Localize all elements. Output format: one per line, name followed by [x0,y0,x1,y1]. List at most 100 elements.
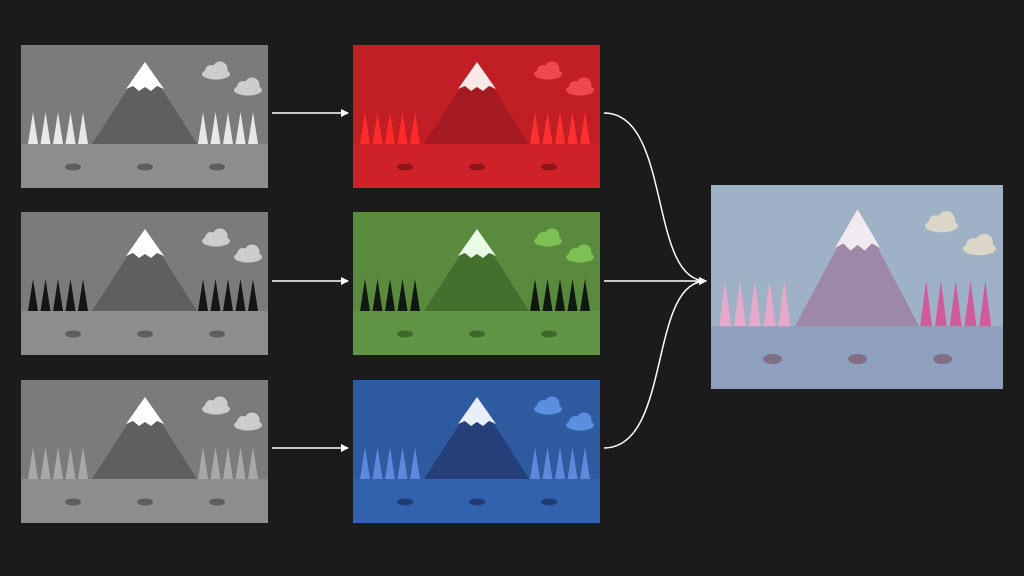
snow-cap [458,229,496,258]
stone [541,330,557,338]
panel-green-gray [21,212,268,355]
arrow-red-to-combined [603,112,707,285]
tree-icon [53,112,63,144]
tree-icon [28,447,38,479]
stone [209,330,225,338]
tree-icon [580,112,590,144]
tree-icon [40,447,51,479]
tree-icon [385,279,395,311]
tree-icon [530,279,540,311]
stone [137,498,153,506]
tree-icon [778,280,791,327]
stone [137,330,153,338]
tree-icon [223,112,233,144]
tree-icon [210,447,221,479]
mountain [92,229,197,311]
tree-icon [542,447,553,479]
tree-icon [78,447,88,479]
stone [397,330,413,338]
cloud-icon [234,412,262,431]
arrow-blue-to-combined [603,277,707,449]
tree-icon [734,280,746,327]
tree-icon [40,112,51,144]
tree-icon [964,280,977,327]
stone [541,498,557,506]
tree-icon [248,447,258,479]
panel-green-channel [353,212,600,355]
cloud-icon [924,211,959,233]
tree-icon [410,447,420,479]
mountain [794,209,920,327]
snow-cap [126,229,164,258]
tree-icon [248,279,258,311]
tree-icon [580,279,590,311]
tree-icon [198,447,208,479]
tree-icon [397,447,408,479]
cloud-icon [202,228,230,247]
stone [848,354,868,365]
stone [209,163,225,171]
cloud-icon [962,233,996,256]
panel-blue-gray [21,380,268,523]
stone [469,330,485,338]
panel-blue-channel [353,380,600,523]
tree-icon [372,112,383,144]
cloud-icon [566,77,594,96]
panel-red-gray [21,45,268,188]
tree-icon [580,447,590,479]
snow-cap [126,62,164,91]
mountain [424,62,529,144]
tree-icon [360,279,370,311]
tree-icon [567,279,578,311]
stone [397,498,413,506]
tree-icon [385,112,395,144]
tree-icon [530,112,540,144]
tree-icon [28,279,38,311]
tree-icon [567,112,578,144]
tree-icon [542,279,553,311]
stone [209,498,225,506]
cloud-icon [202,396,230,415]
tree-icon [555,279,565,311]
tree-icon [360,112,370,144]
stone [469,498,485,506]
tree-icon [949,280,962,327]
snow-cap [458,62,496,91]
tree-icon [555,447,565,479]
tree-icon [223,279,233,311]
tree-icon [248,112,258,144]
tree-icon [410,279,420,311]
cloud-icon [534,396,562,415]
tree-icon [555,112,565,144]
tree-icon [360,447,370,479]
tree-icon [210,112,221,144]
tree-icon [397,279,408,311]
panel-combined-output [711,185,1003,389]
mountain [424,229,529,311]
snow-cap [458,397,496,426]
tree-icon [78,112,88,144]
cloud-icon [566,412,594,431]
stone [65,163,81,171]
snow-cap [126,397,164,426]
tree-icon [719,280,732,327]
tree-icon [935,280,947,327]
tree-icon [763,280,776,327]
mountain [92,62,197,144]
stone [65,330,81,338]
cloud-icon [566,244,594,263]
tree-icon [567,447,578,479]
tree-icon [235,447,246,479]
tree-icon [235,112,246,144]
tree-icon [223,447,233,479]
tree-icon [78,279,88,311]
tree-icon [28,112,38,144]
cloud-icon [202,61,230,80]
cloud-icon [534,228,562,247]
tree-icon [385,447,395,479]
tree-icon [65,112,76,144]
stone [397,163,413,171]
tree-icon [748,280,761,327]
stone [933,354,953,365]
